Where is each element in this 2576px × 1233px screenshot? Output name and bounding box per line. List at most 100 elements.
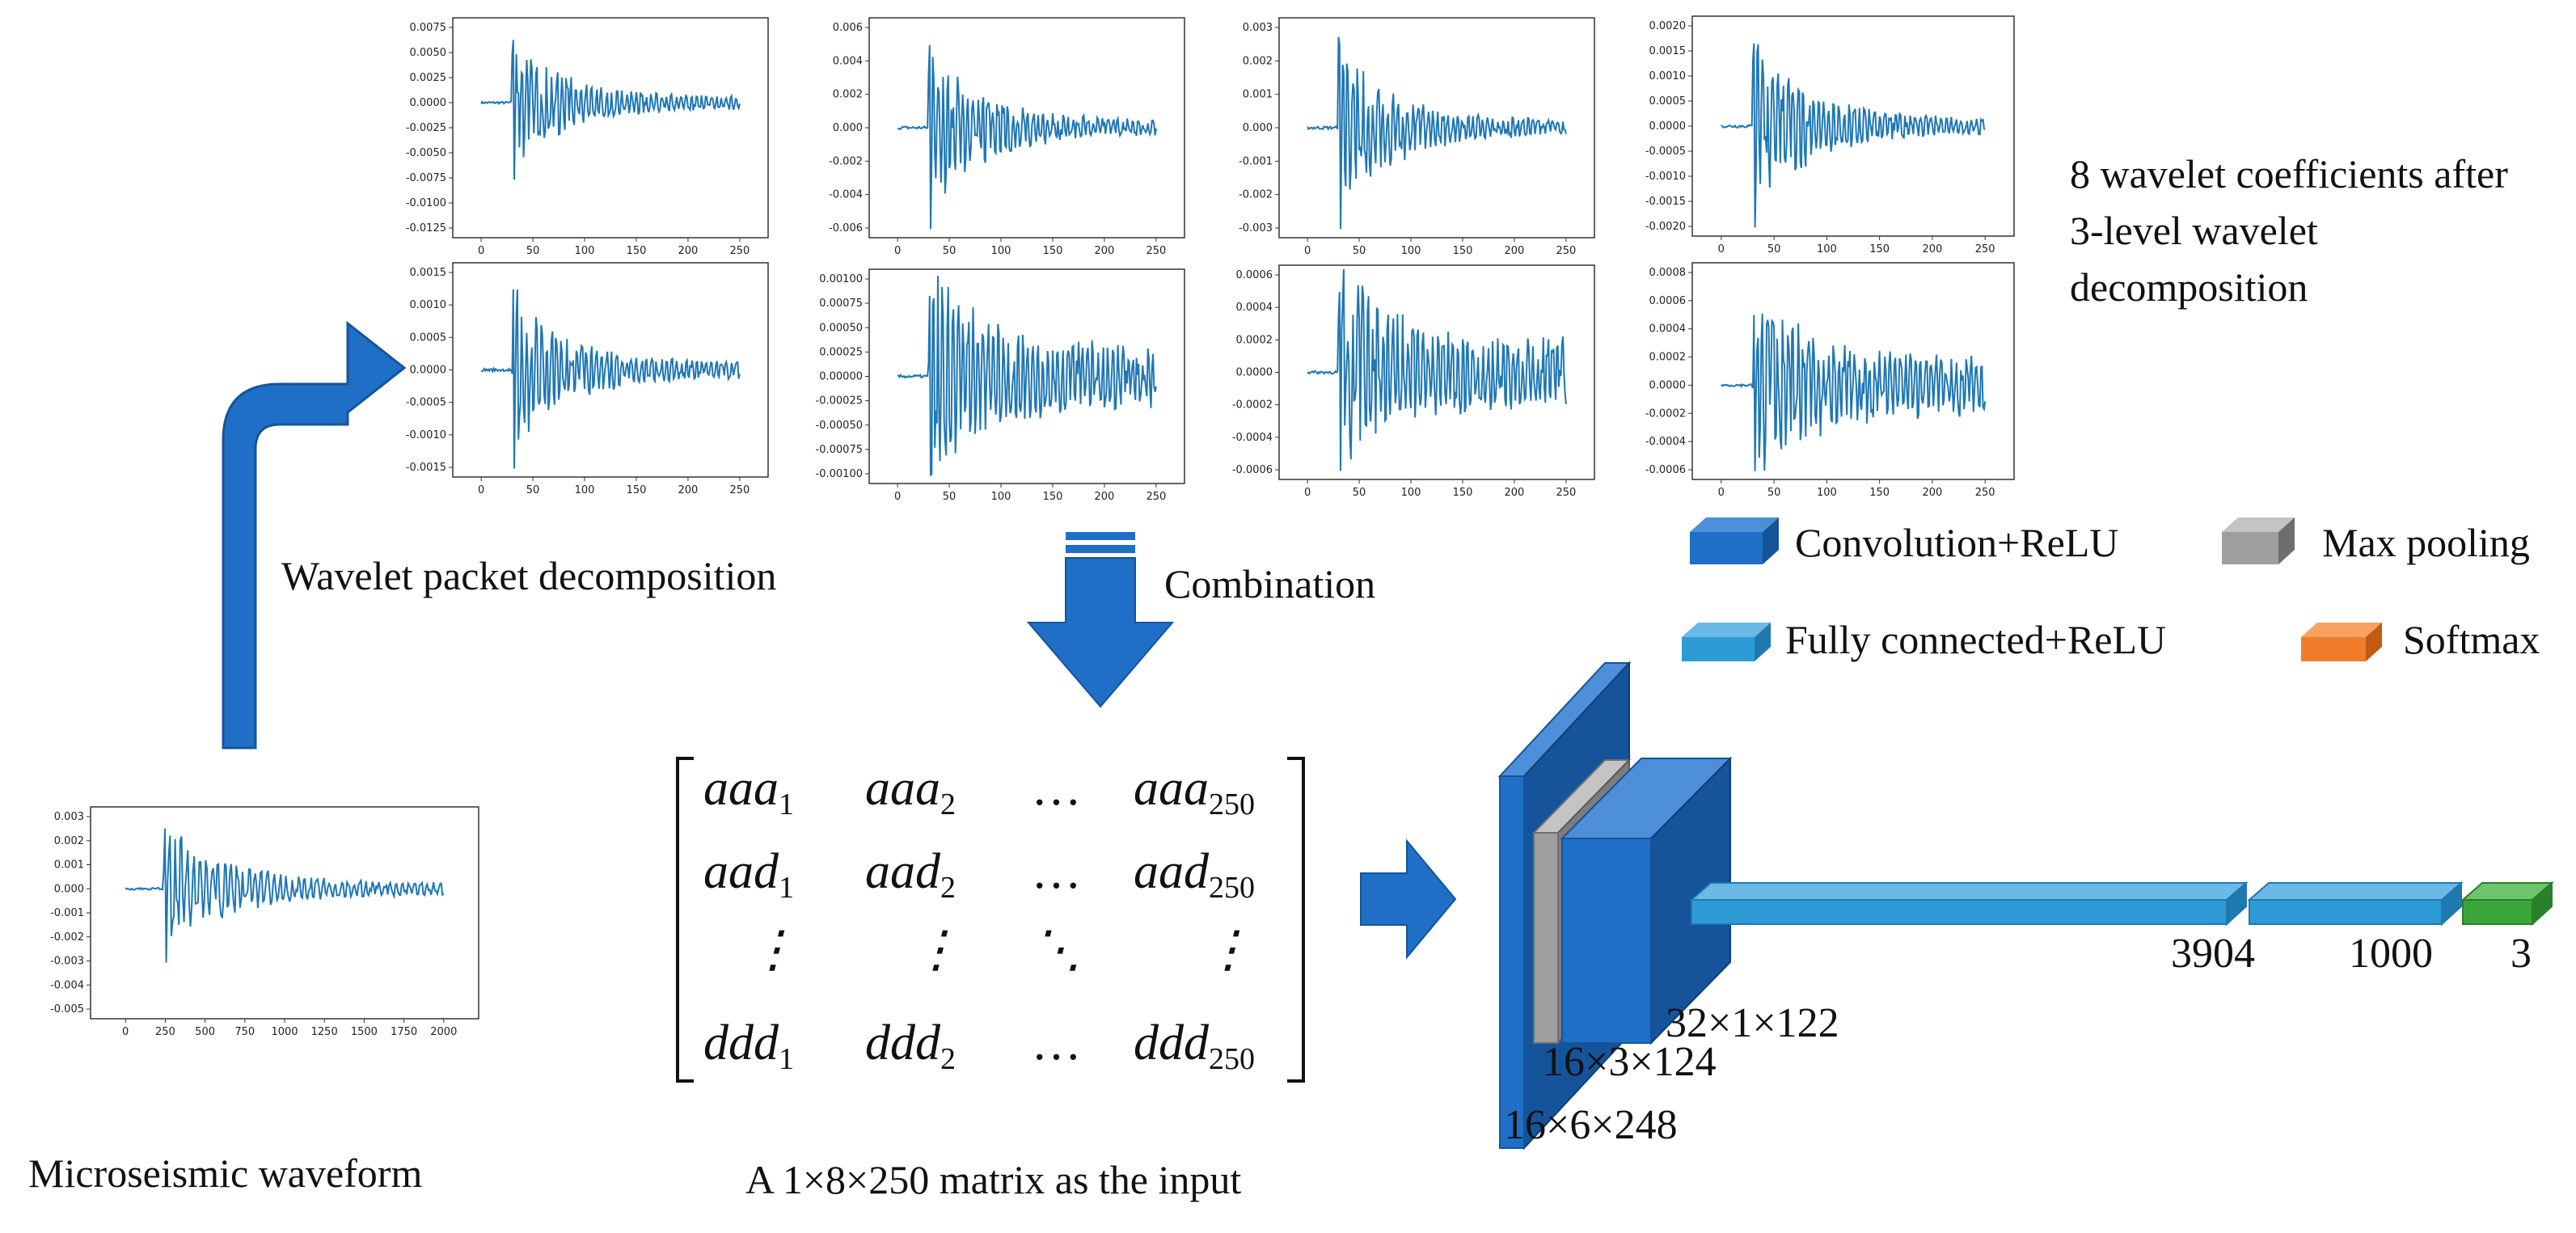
ytick-label: 0.001: [1243, 89, 1273, 101]
ytick-label: 0.00050: [819, 322, 863, 334]
ytick-label: -0.00100: [816, 468, 863, 480]
ytick-label: -0.001: [1239, 155, 1273, 167]
matrix-subscript: 2: [940, 788, 956, 821]
waveform-line: [1721, 43, 1986, 228]
ytick-label: -0.0020: [1645, 221, 1686, 233]
dim-label-pool: 16×3×124: [1543, 1039, 1717, 1085]
matrix-cell: ddd: [865, 1016, 941, 1070]
matrix-subscript: 1: [779, 871, 794, 905]
xtick-label: 100: [1401, 245, 1421, 257]
xtick-label: 200: [1505, 487, 1525, 499]
xtick-label: 200: [1505, 245, 1525, 257]
plot-frame: [452, 17, 769, 239]
ytick-label: 0.002: [1243, 55, 1273, 67]
ytick-label: -0.0025: [406, 122, 446, 134]
xtick-label: 200: [1095, 491, 1115, 503]
xtick-label: 250: [155, 1026, 175, 1038]
ytick-label: 0.006: [833, 22, 863, 34]
xtick-label: 50: [1767, 487, 1781, 499]
output-size-3: 3: [2511, 931, 2532, 977]
ytick-label: -0.002: [50, 931, 84, 944]
xtick-label: 150: [1043, 491, 1063, 503]
matrix-subscript: 1: [779, 788, 794, 821]
xtick-label: 150: [1453, 245, 1473, 257]
ytick-label: 0.0025: [410, 72, 447, 84]
xtick-label: 100: [991, 491, 1011, 503]
matrix-vdots: ⋮: [748, 923, 798, 978]
xtick-label: 0: [1718, 487, 1725, 499]
ytick-label: -0.003: [1239, 222, 1273, 234]
xtick-label: 150: [627, 484, 647, 496]
ytick-label: 0.0075: [410, 22, 447, 34]
svg-text:aaa1: aaa1: [703, 761, 794, 821]
fc-size-3904: 3904: [2171, 931, 2255, 977]
ytick-label: -0.0006: [1232, 464, 1273, 476]
xtick-label: 500: [195, 1026, 215, 1038]
xtick-label: 50: [943, 491, 956, 503]
xtick-label: 0: [1718, 243, 1725, 255]
ytick-label: 0.00000: [819, 371, 863, 383]
xtick-label: 250: [1975, 243, 1995, 255]
legend-label-conv: Convolution+ReLU: [1795, 520, 2119, 565]
xtick-label: 0: [894, 491, 901, 503]
dim-label-conv2: 32×1×122: [1666, 1000, 1839, 1046]
ytick-label: -0.0004: [1232, 432, 1273, 444]
ytick-label: 0.0000: [1236, 367, 1273, 379]
matrix-caption: A 1×8×250 matrix as the input: [745, 1157, 1242, 1202]
ytick-label: -0.0075: [406, 172, 446, 184]
ytick-label: -0.003: [50, 956, 84, 968]
xtick-label: 250: [1146, 491, 1166, 503]
xtick-label: 150: [627, 245, 647, 257]
xtick-label: 0: [478, 484, 484, 496]
ytick-label: -0.0100: [406, 197, 446, 209]
microseismic-label: Microseismic waveform: [28, 1151, 423, 1196]
ytick-label: -0.002: [1239, 189, 1273, 201]
ytick-label: 0.0008: [1649, 267, 1687, 279]
matrix-cell: aad: [865, 844, 941, 899]
xtick-label: 1250: [311, 1026, 338, 1038]
output-layer-3: [2460, 880, 2554, 927]
matrix-right-bracket: [1287, 757, 1305, 1083]
waveform-line: [897, 44, 1157, 230]
waveform-plot-aaa: 0.00750.00500.00250.0000-0.0025-0.0050-0…: [406, 17, 769, 257]
ytick-label: -0.0005: [1645, 146, 1686, 158]
xtick-label: 200: [678, 245, 699, 257]
xtick-label: 200: [678, 484, 699, 496]
waveform-line: [897, 276, 1157, 477]
xtick-label: 150: [1453, 487, 1473, 499]
ytick-label: 0.0020: [1649, 20, 1687, 32]
ytick-label: 0.002: [54, 835, 84, 847]
matrix-subscript: 250: [1209, 788, 1255, 821]
matrix-subscript: 250: [1209, 871, 1255, 905]
ytick-label: 0.0004: [1649, 323, 1687, 336]
ytick-label: 0.000: [1243, 122, 1273, 134]
xtick-label: 150: [1869, 243, 1890, 255]
matrix-vdots: ⋮: [911, 923, 961, 978]
fc-layer-1000: [2247, 880, 2464, 927]
waveform-plot-daa: 0.00150.00100.00050.0000-0.0005-0.0010-0…: [406, 262, 769, 496]
xtick-label: 0: [894, 245, 901, 257]
matrix-cell: aaa: [703, 761, 779, 816]
ytick-label: 0.00075: [819, 298, 863, 310]
xtick-label: 0: [122, 1026, 129, 1038]
ytick-label: 0.0005: [410, 331, 447, 344]
matrix-subscript: 2: [940, 1042, 956, 1076]
ytick-label: -0.001: [50, 907, 84, 919]
legend-label-softmax: Softmax: [2403, 617, 2540, 662]
xtick-label: 250: [1556, 487, 1576, 499]
ytick-label: 0.00100: [819, 273, 863, 285]
xtick-label: 0: [1304, 487, 1311, 499]
xtick-label: 1750: [391, 1026, 417, 1038]
ytick-label: 0.0000: [410, 365, 447, 377]
xtick-label: 50: [943, 245, 956, 257]
xtick-label: 0: [478, 245, 484, 257]
svg-text:ddd1: ddd1: [703, 1016, 794, 1076]
ytick-label: -0.0015: [1645, 196, 1686, 208]
xtick-label: 250: [729, 484, 750, 496]
waveform-line: [1307, 36, 1567, 230]
ytick-label: 0.000: [833, 122, 863, 134]
xtick-label: 1000: [271, 1026, 298, 1038]
